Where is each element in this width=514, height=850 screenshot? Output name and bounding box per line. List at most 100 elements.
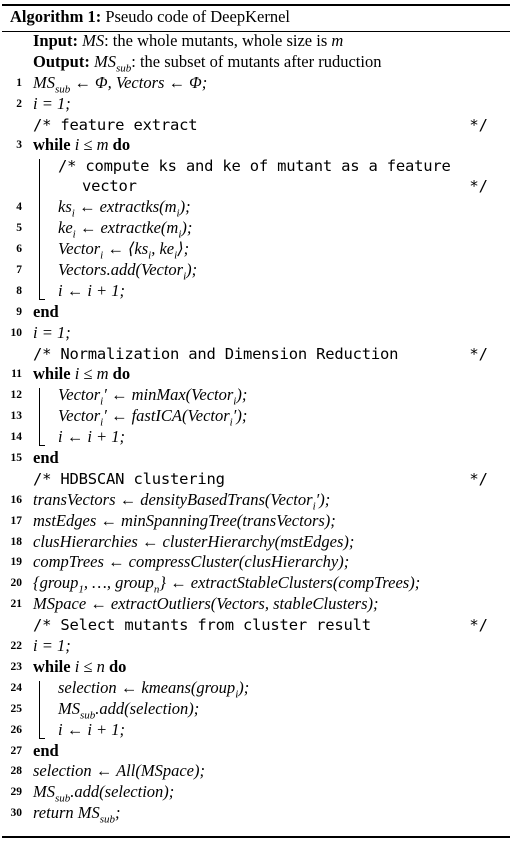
keyword-end: end [33, 448, 59, 468]
loop-block-bar [39, 681, 40, 738]
line-number: 2 [16, 97, 22, 110]
line-number: 1 [16, 76, 22, 89]
io-keyword: Output: [33, 51, 94, 71]
algorithm-line-1: 1 MSsub ← Φ, Vectors ← Φ; [0, 73, 514, 95]
algorithm-line-16: 16 transVectors ← densityBasedTrans(Vecto… [0, 490, 514, 512]
line-number: 22 [10, 640, 23, 653]
line-number: 29 [10, 786, 23, 799]
algorithm-line-7: 7 Vectors.add(Vectori); [0, 260, 514, 282]
comment: vector [82, 177, 137, 196]
loop-header: while i ≤ n do [33, 657, 126, 678]
statement: Vectori′ ← minMax(Vectori); [58, 385, 248, 408]
algorithm-line-27: 27 end [0, 741, 514, 762]
statement: mstEdges ← minSpanningTree(transVectors)… [33, 510, 336, 530]
keyword-do: do [112, 364, 131, 384]
io-text: MSsub: the subset of mutants after ruduc… [93, 51, 382, 75]
comment: /* HDBSCAN clustering [33, 469, 225, 488]
line-number: 10 [10, 326, 23, 339]
statement: i = 1; [33, 636, 71, 656]
statement: compTrees ← compressCluster(clusHierarch… [33, 552, 350, 572]
line-number: 3 [16, 139, 22, 152]
line-number: 19 [10, 556, 23, 569]
algorithm-caption: Algorithm 1: Pseudo code of DeepKernel [10, 7, 290, 27]
line-number: 27 [10, 744, 23, 757]
comment: /* Select mutants from cluster result [33, 616, 371, 635]
line-number: 13 [10, 410, 23, 423]
statement: Vectors.add(Vectori); [58, 260, 198, 283]
line-number: 16 [10, 493, 23, 506]
io-spec: Output: MSsub: the subset of mutants aft… [33, 52, 381, 79]
algorithm-line-9: 9 end [0, 302, 514, 323]
keyword-do: do [112, 135, 131, 155]
statement: i ← i + 1; [58, 427, 126, 447]
statement: {group1, …, groupn} ← extractStableClust… [33, 573, 421, 596]
algorithm-line: */ /* feature extract [0, 115, 514, 136]
algorithm-line: *//* Normalization and Dimension Reducti… [0, 344, 514, 365]
algorithm-line-3: 3 while i ≤ m do [0, 135, 514, 156]
loop-condition: i ≤ n [74, 656, 105, 676]
keyword-end: end [33, 740, 59, 760]
statement: i = 1; [33, 93, 71, 113]
statement: ksi ← extractks(mi); [58, 197, 191, 220]
algorithm-label: Algorithm 1: [10, 7, 102, 26]
loop-header: while i ≤ m do [33, 364, 130, 385]
algorithm-line-22: 22 i = 1; [0, 636, 514, 657]
line-number: 25 [10, 702, 23, 715]
loop-block-bar [39, 388, 40, 445]
line-number: 7 [16, 264, 22, 277]
line-number: 24 [10, 681, 23, 694]
line-number: 17 [10, 514, 23, 527]
statement: MSsub ← Φ, Vectors ← Φ; [33, 72, 208, 96]
comment: /* feature extract [33, 115, 198, 134]
statement: kei ← extractke(mi); [58, 218, 193, 241]
keyword-while: while [33, 135, 71, 155]
algorithm-line: Input: MS: the whole mutants, whole size… [0, 31, 514, 52]
statement: i ← i + 1; [58, 280, 126, 300]
comment: /* Normalization and Dimension Reduction [33, 344, 399, 363]
algorithm-line-17: 17 mstEdges ← minSpanningTree(transVector… [0, 511, 514, 532]
io-spec: Input: MS: the whole mutants, whole size… [33, 31, 343, 52]
loop-block-bar [39, 159, 40, 299]
algorithm-line-15: 15 end [0, 448, 514, 469]
algorithm-line: */ vector [0, 176, 514, 197]
loop-block-hook [39, 445, 45, 446]
keyword-while: while [33, 364, 71, 384]
statement: transVectors ← densityBasedTrans(Vectori… [33, 489, 331, 513]
line-number: 18 [10, 535, 23, 548]
io-keyword: Input: [33, 31, 83, 50]
keyword-end: end [33, 301, 59, 321]
comment-end: */ [469, 177, 488, 196]
statement: i = 1; [33, 322, 71, 342]
algorithm-title: Pseudo code of DeepKernel [105, 7, 290, 26]
algorithm-line-10: 10 i = 1; [0, 323, 514, 344]
line-number: 9 [16, 305, 22, 318]
comment-end: */ [469, 469, 488, 488]
algorithm-line-18: 18 clusHierarchies ← clusterHierarchy(mst… [0, 532, 514, 553]
algorithm-body: Input: MS: the whole mutants, whole size… [0, 31, 514, 825]
algorithm-line: */ /* HDBSCAN clustering [0, 469, 514, 490]
statement: clusHierarchies ← clusterHierarchy(mstEd… [33, 531, 355, 551]
statement: MSpace ← extractOutliers(Vectors, stable… [33, 594, 379, 614]
comment-end: */ [469, 115, 488, 134]
loop-condition: i ≤ m [74, 135, 109, 155]
algorithm-line-23: 23 while i ≤ n do [0, 657, 514, 678]
comment-end: */ [469, 616, 488, 635]
line-number: 28 [10, 765, 23, 778]
keyword-do: do [108, 656, 127, 676]
line-number: 15 [10, 452, 23, 465]
line-number: 23 [10, 660, 23, 673]
comment: /* compute ks and ke of mutant as a feat… [58, 157, 451, 176]
